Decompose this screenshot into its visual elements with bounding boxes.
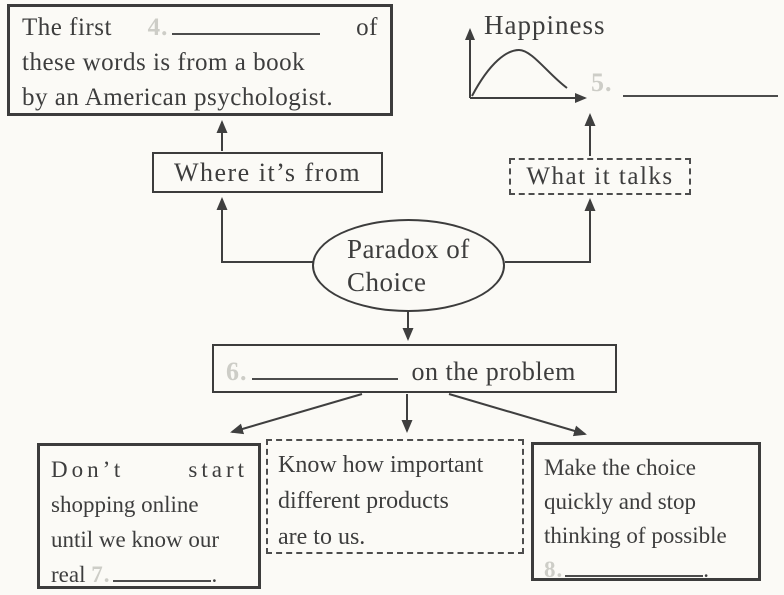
source-line-1: The first 4. of (22, 10, 378, 45)
advice-right-line-2: quickly and stop (544, 489, 697, 514)
where-its-from-box: Where it’s from (152, 152, 383, 193)
source-line-2: these words is from a book (22, 49, 306, 76)
advice-left-line4-prefix: real (51, 562, 86, 587)
blank-number-5: 5. (591, 68, 613, 97)
blank-line-4 (172, 10, 321, 35)
advice-left-word-1: Don’t (51, 457, 125, 482)
blank-number-6: 6. (226, 357, 248, 386)
advice-box-quick-choice: Make the choice quickly and stop thinkin… (531, 442, 761, 582)
source-description-box: The first 4. of these words is from a bo… (7, 4, 393, 116)
what-it-talks-label: What it talks (526, 162, 674, 190)
advice-left-line-4: real 7.. (51, 557, 248, 592)
where-its-from-label: Where it’s from (173, 157, 362, 187)
blank-4-group: 4. (148, 10, 321, 45)
ellipse-line-2: Choice (347, 266, 427, 297)
advice-right-period: . (703, 557, 709, 582)
advice-right-line-4: 8.. (544, 553, 750, 587)
advice-left-line-2: shopping online (51, 492, 199, 517)
arrow-problem-to-left (230, 393, 363, 435)
advice-box-shopping: Don’t start shopping online until we kno… (37, 443, 261, 589)
advice-left-word-2: start (188, 457, 248, 482)
advice-right-line-1: Make the choice (544, 455, 696, 480)
ellipse-line-1: Paradox of (347, 233, 470, 264)
problem-box: 6. on the problem (212, 344, 617, 393)
advice-mid-line-2: different products (278, 488, 449, 514)
problem-box-text: on the problem (411, 357, 576, 386)
blank-line-7 (113, 559, 212, 582)
arrow-problem-to-right (448, 393, 587, 437)
what-it-talks-box: What it talks (509, 158, 691, 195)
advice-mid-line-3: are to us. (278, 524, 366, 550)
blank-line-8 (565, 554, 704, 577)
advice-left-period: . (211, 562, 218, 587)
blank-number-7: 7. (91, 562, 111, 587)
advice-box-importance: Know how important different products ar… (266, 439, 524, 554)
advice-left-line-1: Don’t start (51, 452, 248, 487)
blank-number-4: 4. (147, 14, 169, 41)
paradox-of-choice-ellipse: Paradox of Choice (312, 219, 505, 312)
arrow-ellipse-to-what (505, 198, 596, 263)
source-line1-end: of (356, 14, 378, 41)
happiness-curve (471, 48, 568, 97)
advice-mid-line-1: Know how important (278, 452, 484, 478)
blank-line-6 (251, 354, 398, 380)
advice-left-line-3: until we know our (51, 527, 220, 552)
source-line-3: by an American psychologist. (22, 84, 334, 111)
arrow-ellipse-to-where (216, 197, 313, 263)
happiness-axis-label: Happiness (484, 10, 606, 40)
source-line1-start: The first (22, 14, 112, 41)
blank-line-5 (623, 70, 778, 97)
advice-right-line-3: thinking of possible (544, 523, 727, 548)
blank-number-8: 8. (544, 557, 564, 582)
